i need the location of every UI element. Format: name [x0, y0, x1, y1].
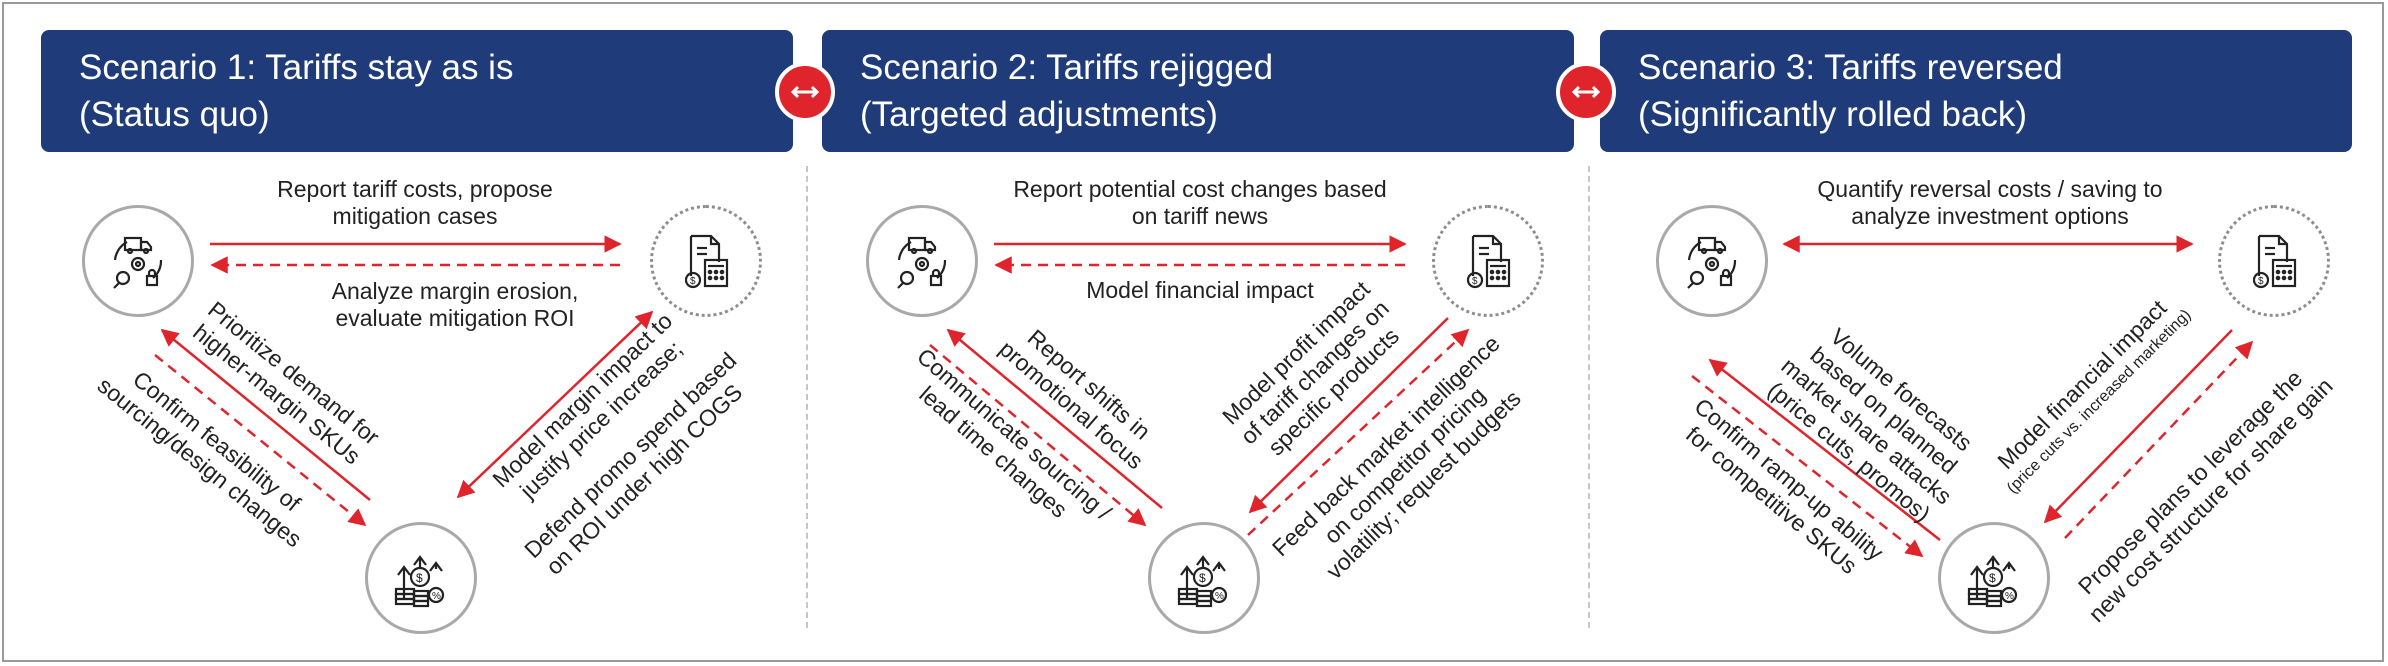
double-arrow-connector-icon — [775, 62, 835, 122]
scenario-2-banner: Scenario 2: Tariffs rejigged (Targeted a… — [822, 30, 1574, 152]
svg-text:$: $ — [690, 276, 696, 287]
s3-right-dashed-arrow — [2064, 340, 2254, 539]
scenario-3-subtitle: (Significantly rolled back) — [1638, 95, 2028, 134]
svg-text:$: $ — [1989, 571, 1996, 585]
revenue-growth-icon: $ % — [1148, 522, 1260, 634]
svg-text:$: $ — [416, 571, 423, 585]
s1-left-dashed-arrow — [154, 354, 367, 527]
s2-right-solid-arrow — [1248, 317, 1449, 514]
finance-calculator-icon: $ — [2218, 205, 2330, 317]
scenario-1-subtitle: (Status quo) — [79, 95, 270, 134]
s3-left-dashed-arrow — [1691, 375, 1924, 558]
s3-left-solid-arrow — [1708, 358, 1941, 541]
svg-text:$: $ — [2258, 276, 2264, 287]
s1-left-solid-arrow — [160, 328, 371, 501]
revenue-growth-icon: $ % — [1938, 522, 2050, 634]
scenario-1-banner: Scenario 1: Tariffs stay as is (Status q… — [41, 30, 793, 152]
finance-calculator-icon: $ — [1432, 205, 1544, 317]
scenario-3-banner: Scenario 3: Tariffs reversed (Significan… — [1600, 30, 2352, 152]
scenario-divider — [806, 166, 808, 628]
supply-chain-icon — [1656, 205, 1768, 317]
scenario-divider — [1588, 166, 1590, 628]
svg-text:%: % — [1215, 591, 1224, 602]
svg-text:%: % — [2005, 591, 2014, 602]
s2-left-dashed-arrow — [929, 344, 1147, 527]
scenario-2-subtitle: (Targeted adjustments) — [860, 95, 1218, 134]
scenario-1-title: Scenario 1: Tariffs stay as is — [79, 48, 514, 87]
finance-calculator-icon: $ — [650, 205, 762, 317]
svg-text:$: $ — [1199, 571, 1206, 585]
scenario-2-title: Scenario 2: Tariffs rejigged — [860, 48, 1274, 87]
s1-right-double-arrow — [456, 310, 654, 499]
s2-left-solid-arrow — [946, 328, 1163, 509]
s1-bottom-label: Analyze margin erosion,evaluate mitigati… — [331, 278, 579, 331]
double-arrow-connector-icon — [1556, 62, 1616, 122]
supply-chain-icon — [866, 205, 978, 317]
s3-right-solid-arrow — [2043, 329, 2233, 524]
scenario-3-title: Scenario 3: Tariffs reversed — [1638, 48, 2063, 87]
revenue-growth-icon: $ % — [365, 522, 477, 634]
s2-bottom-label: Model financial impact — [1086, 277, 1314, 303]
svg-text:$: $ — [1472, 276, 1478, 287]
svg-text:%: % — [432, 591, 441, 602]
supply-chain-icon — [82, 205, 194, 317]
